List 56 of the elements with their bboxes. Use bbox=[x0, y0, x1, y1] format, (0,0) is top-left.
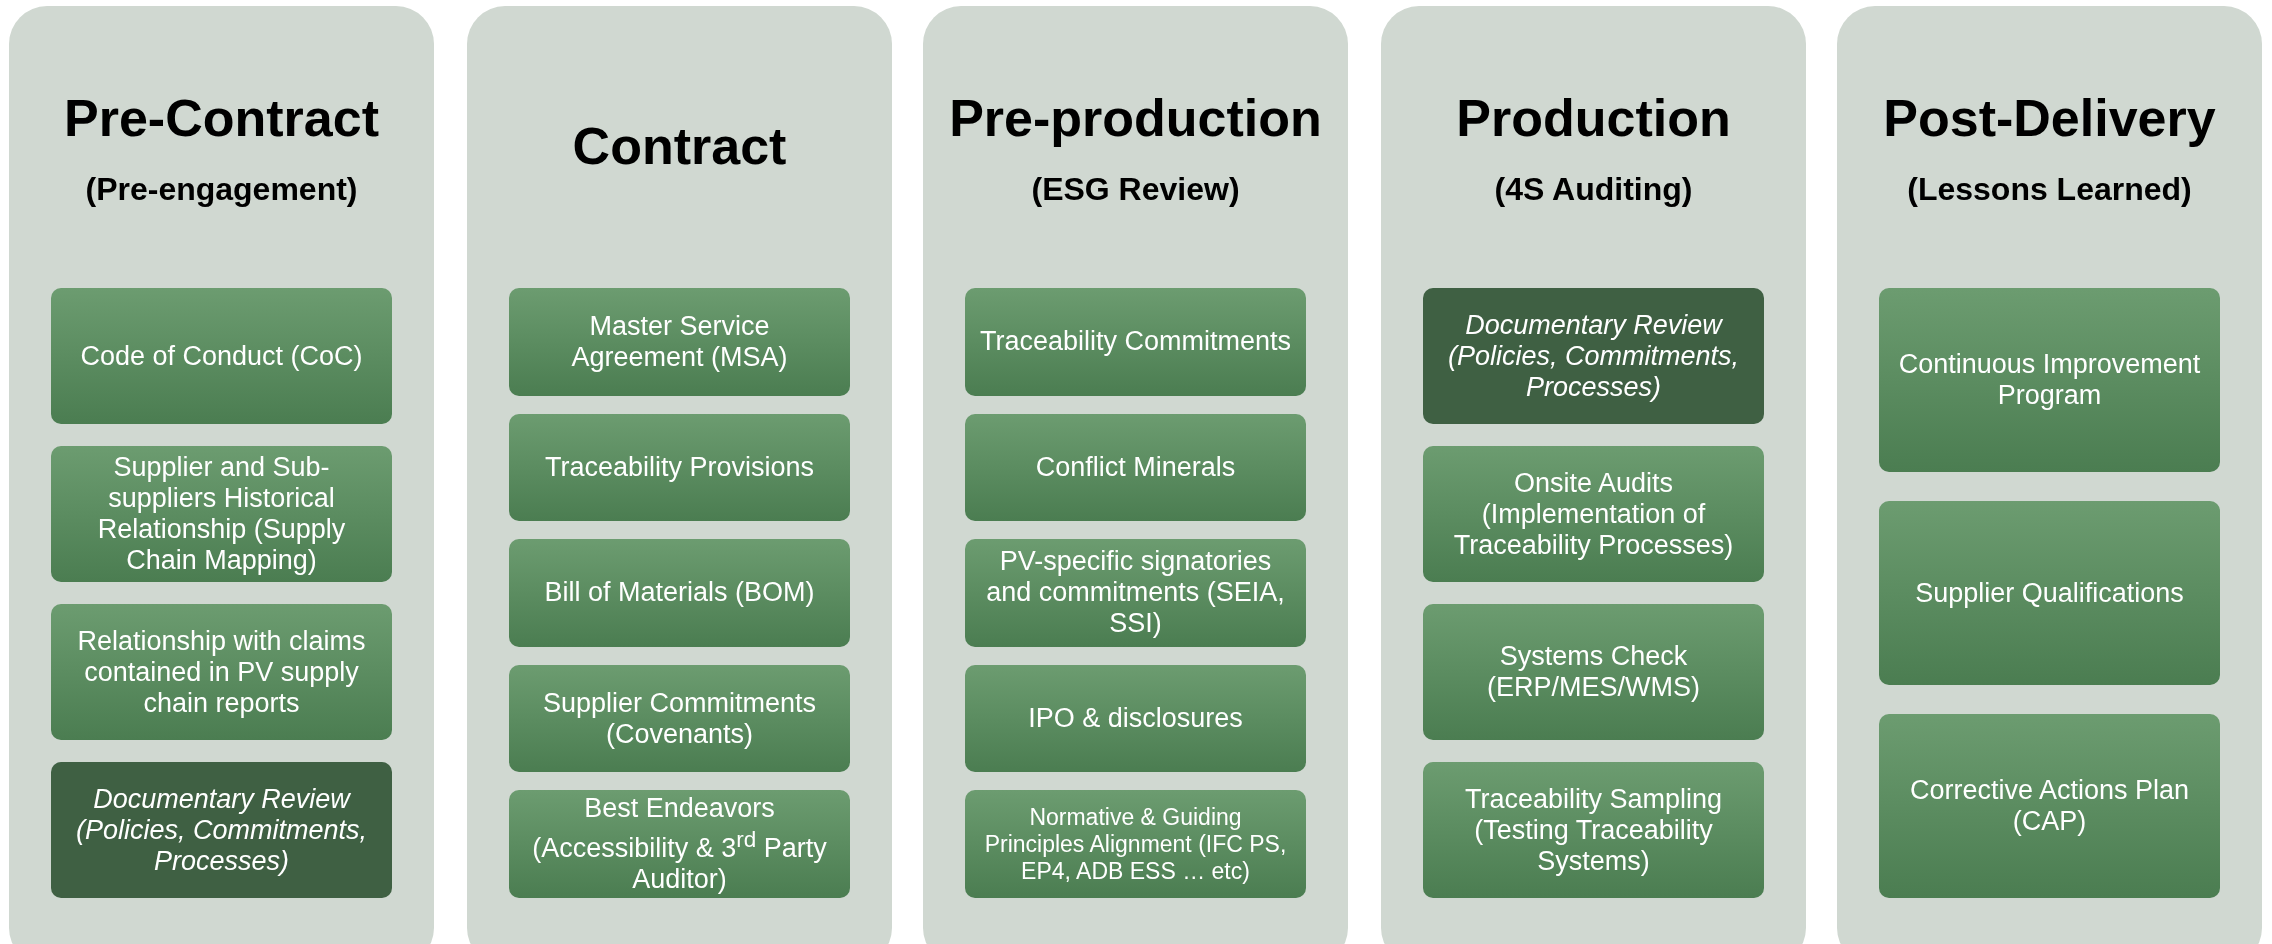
step-box bbox=[1423, 604, 1764, 740]
step-text: Traceability Commitments bbox=[979, 326, 1292, 358]
step-box bbox=[509, 790, 850, 898]
step-box bbox=[509, 664, 850, 773]
step-box bbox=[965, 413, 1306, 522]
step-box bbox=[965, 539, 1306, 647]
step-text: Bill of Materials (BOM) bbox=[544, 577, 815, 609]
step-text: Traceability Provisions bbox=[544, 451, 815, 483]
step-box bbox=[1879, 288, 2220, 472]
step-box bbox=[509, 288, 850, 396]
step-box bbox=[1423, 446, 1764, 582]
stage-subtitle: (ESG Review) bbox=[1030, 170, 1241, 208]
step-text: IPO & disclosures bbox=[1028, 703, 1243, 735]
step-text: Relationship with claims contained in PV supply chain reports bbox=[76, 625, 367, 719]
step-box bbox=[965, 288, 1306, 396]
step-text: Onsite Audits (Implementation of Traceability Processes) bbox=[1452, 467, 1735, 561]
stage-title: Pre-production bbox=[948, 88, 1323, 148]
step-box bbox=[51, 604, 392, 740]
step-text: Continuous Improvement Program bbox=[1897, 349, 2202, 411]
step-text: Traceability Sampling (Testing Traceability Systems) bbox=[1463, 783, 1724, 877]
step-text: Systems Check (ERP/MES/WMS) bbox=[1486, 641, 1701, 703]
step-text: Code of Conduct (CoC) bbox=[80, 340, 363, 372]
step-box bbox=[51, 446, 392, 582]
stage-column bbox=[1837, 6, 2262, 944]
stage-column bbox=[923, 6, 1348, 944]
step-box bbox=[1423, 288, 1764, 424]
step-box bbox=[51, 762, 392, 898]
step-box bbox=[1879, 714, 2220, 898]
stage-column bbox=[467, 6, 892, 944]
step-text: Conflict Minerals bbox=[1035, 451, 1236, 483]
step-text: PV-specific signatories and commitments (SEIA, SSI) bbox=[985, 546, 1286, 640]
stage-column bbox=[1381, 6, 1806, 944]
stage-subtitle: (Lessons Learned) bbox=[1906, 170, 2193, 208]
step-box bbox=[509, 539, 850, 647]
stage-subtitle: (4S Auditing) bbox=[1493, 170, 1694, 208]
step-box bbox=[1423, 762, 1764, 898]
stage-subtitle: (Pre-engagement) bbox=[84, 170, 359, 208]
stage-title: Post-Delivery bbox=[1882, 88, 2217, 148]
stage-title: Contract bbox=[571, 116, 788, 176]
step-text: Documentary Review (Policies, Commitments, Processes) bbox=[74, 783, 369, 877]
step-box bbox=[1879, 501, 2220, 685]
stage-title: Production bbox=[1455, 88, 1732, 148]
step-box bbox=[965, 790, 1306, 898]
step-text: Best Endeavors (Accessibility & 3$^{rd}$ Party Auditor) bbox=[531, 793, 828, 896]
stage-title: Pre-Contract bbox=[63, 88, 380, 148]
stage-column bbox=[9, 6, 434, 944]
step-text: Supplier and Sub-suppliers Historical Relationship (Supply Chain Mapping) bbox=[96, 452, 347, 576]
step-box bbox=[509, 413, 850, 522]
step-box bbox=[51, 288, 392, 424]
step-box bbox=[965, 664, 1306, 773]
step-text: Supplier Qualifications bbox=[1915, 577, 2184, 609]
step-text: Documentary Review (Policies, Commitments, Processes) bbox=[1446, 309, 1741, 403]
step-text: Supplier Commitments (Covenants) bbox=[541, 687, 818, 750]
step-text: Corrective Actions Plan (CAP) bbox=[1908, 775, 2191, 837]
step-text: Master Service Agreement (MSA) bbox=[570, 310, 789, 373]
step-text: Normative & Guiding Principles Alignment (IFC PS, EP4, ADB ESS … etc) bbox=[983, 803, 1288, 885]
